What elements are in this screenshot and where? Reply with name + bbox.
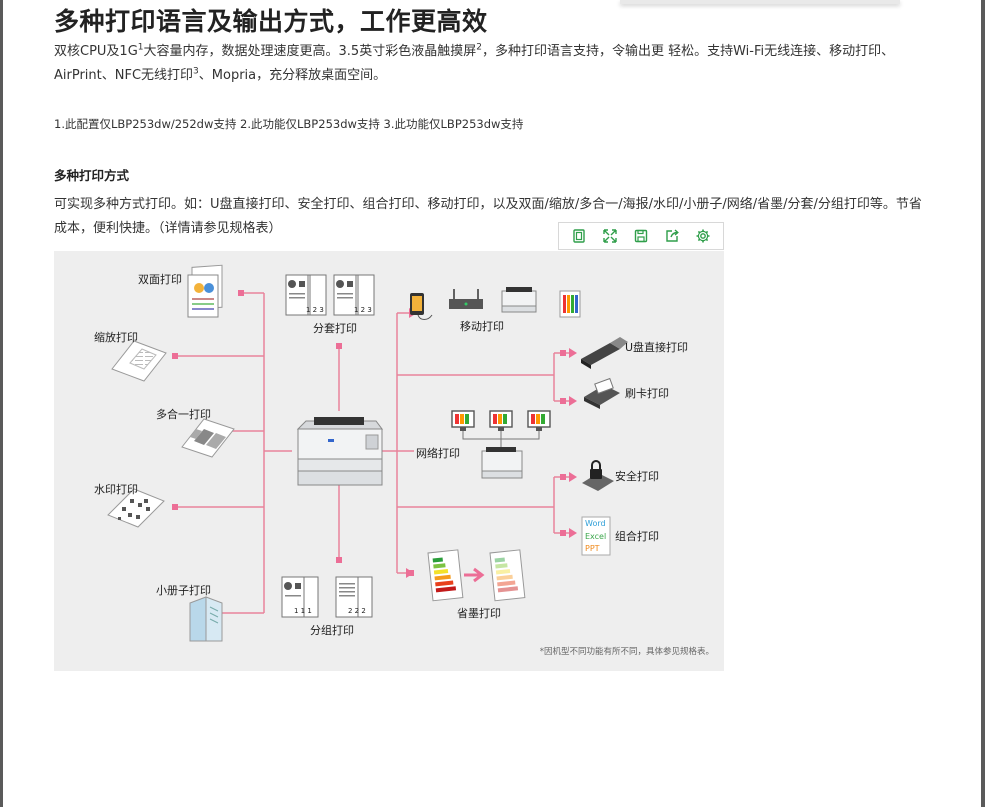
label-group: 分组打印 <box>310 624 354 637</box>
label-card: 刷卡打印 <box>625 387 669 400</box>
label-duplex: 双面打印 <box>138 273 182 286</box>
group-print-icon <box>281 576 373 618</box>
image-toolbar <box>558 222 724 250</box>
label-usb: U盘直接打印 <box>625 341 689 354</box>
zoom-print-icon <box>111 340 167 382</box>
diagram-graphics <box>107 264 628 642</box>
secure-print-icon <box>582 460 614 491</box>
share-icon <box>666 229 680 242</box>
footnote-mark-3: 3 <box>193 66 199 77</box>
footnote-mark-2: 2 <box>476 42 482 53</box>
collate-sheet-numbers-b: 1 2 3 <box>354 306 372 314</box>
share-button[interactable] <box>660 225 684 247</box>
footnote-mark-1: 1 <box>137 42 144 53</box>
label-collate: 分套打印 <box>313 322 357 335</box>
window-frame-left <box>0 0 3 807</box>
booklet-print-icon <box>189 596 223 642</box>
label-zoom: 缩放打印 <box>94 331 138 344</box>
watermark-print-icon <box>107 488 165 528</box>
label-booklet: 小册子打印 <box>156 584 211 597</box>
save-button[interactable] <box>629 225 653 247</box>
settings-button[interactable] <box>691 225 715 247</box>
label-tonersave: 省墨打印 <box>457 607 501 620</box>
save-icon <box>634 229 648 243</box>
intro-text-3: ，多种打印语言支持，令输出更 轻松。支持Wi-Fi无线连接、移动打印、AirPr… <box>54 44 895 83</box>
fullscreen-button[interactable] <box>598 225 622 247</box>
combo-ppt-label: PPT <box>585 544 600 553</box>
nup-print-icon <box>181 418 235 458</box>
top-tab <box>620 0 900 4</box>
mobile-print-icon <box>410 287 581 320</box>
page-heading: 多种打印语言及输出方式，工作更高效 <box>54 7 488 36</box>
toner-save-icon <box>427 549 526 602</box>
group-sheet-numbers-a: 1 1 1 <box>294 607 312 615</box>
copy-button[interactable] <box>567 225 591 247</box>
intro-text-4: 、Mopria，充分释放桌面空间。 <box>198 68 387 83</box>
diagram-footnote: *因机型不同功能有所不同，具体参见规格表。 <box>539 647 714 657</box>
label-watermark: 水印打印 <box>94 483 138 496</box>
laser-printer-icon <box>296 417 383 486</box>
footnotes: 1.此配置仅LBP253dw/252dw支持 2.此功能仅LBP253dw支持 … <box>54 117 524 131</box>
group-sheet-numbers-b: 2 2 2 <box>348 607 366 615</box>
intro-paragraph: 双核CPU及1G1大容量内存，数据处理速度更高。3.5英寸彩色液晶触摸屏2，多种… <box>54 40 934 88</box>
copy-icon <box>572 229 585 243</box>
duplex-print-icon <box>187 264 223 318</box>
combo-print-icon <box>581 516 611 556</box>
combo-excel-label: Excel <box>585 532 607 541</box>
label-nup: 多合一打印 <box>156 408 211 421</box>
label-mobile: 移动打印 <box>460 320 504 333</box>
network-print-icon <box>451 410 551 479</box>
label-secure: 安全打印 <box>615 470 659 483</box>
label-combo: 组合打印 <box>615 530 659 543</box>
print-methods-diagram: 双面打印 缩放打印 多合一打印 水印打印 小册子打印 分套打印 分组打印 移动打… <box>54 251 724 671</box>
connector-lines <box>174 292 569 614</box>
intro-text-2: 大容量内存，数据处理速度更高。3.5英寸彩色液晶触摸屏 <box>143 44 477 59</box>
card-reader-icon <box>584 377 620 409</box>
usb-drive-icon <box>581 337 628 369</box>
section-text: 可实现多种方式打印。如：U盘直接打印、安全打印、组合打印、移动打印，以及双面/缩… <box>54 197 922 236</box>
settings-icon <box>696 229 710 243</box>
combo-word-label: Word <box>585 519 606 528</box>
collate-sheet-numbers-a: 1 2 3 <box>306 306 324 314</box>
window-frame-right <box>981 0 985 807</box>
fullscreen-icon <box>603 229 617 243</box>
label-network: 网络打印 <box>416 447 460 460</box>
intro-text-1: 双核CPU及1G <box>54 44 138 59</box>
section-title: 多种打印方式 <box>54 168 130 183</box>
collate-print-icon <box>285 274 375 316</box>
